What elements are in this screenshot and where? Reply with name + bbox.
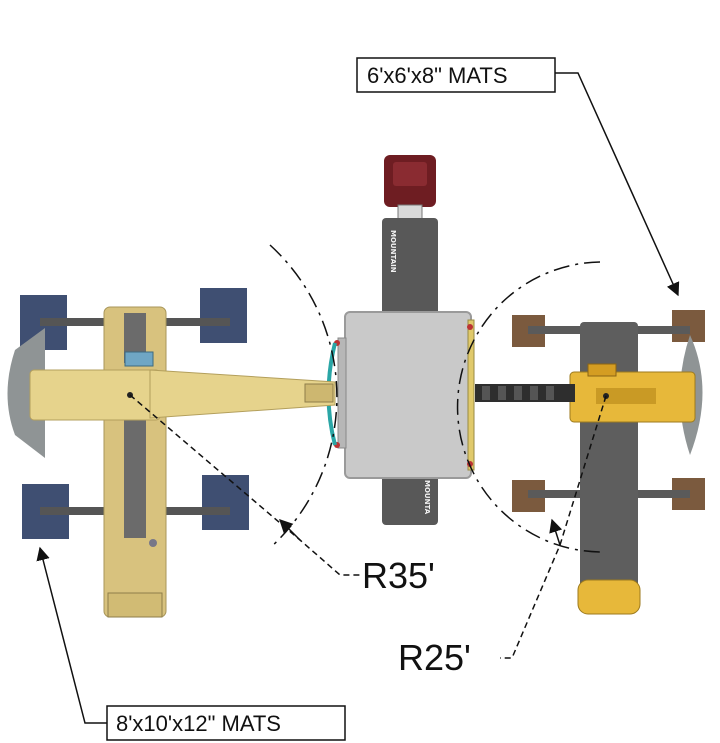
- left-mats-leader: [36, 546, 107, 724]
- load-right-rail: [467, 319, 475, 471]
- boom-base: [596, 388, 656, 404]
- truck-label-top: MOUNTAIN: [389, 230, 397, 273]
- delivery-truck: MOUNTAIN MOUNTA: [382, 155, 438, 525]
- boom-segments: [482, 386, 554, 400]
- carrier-rear: [107, 592, 163, 618]
- right-crane-radius-label: R25': [398, 637, 471, 678]
- crane-detail: [149, 539, 157, 547]
- truck-bed-bottom: [382, 475, 438, 525]
- mat: [202, 475, 249, 530]
- boom-tip: [304, 383, 334, 403]
- right-mats-callout-label: 6'x6'x8" MATS: [367, 63, 508, 88]
- truck-cab-roof: [393, 162, 427, 186]
- carrier-stripe: [124, 418, 146, 538]
- carrier-front: [577, 579, 641, 615]
- carrier-stripe: [124, 313, 146, 363]
- right-mats-leader: [555, 72, 680, 297]
- right-crane: [475, 310, 705, 615]
- truck-bed-top: [382, 218, 438, 318]
- r25-leader: [500, 395, 607, 659]
- rigging-point: [467, 324, 473, 330]
- superstructure: [29, 369, 161, 421]
- left-crane: [7, 288, 336, 618]
- right-mats-callout-box: [356, 57, 556, 93]
- r35-leader: [129, 394, 362, 576]
- operator-cab: [587, 363, 617, 377]
- truck-hitch: [397, 204, 423, 220]
- r25-arrow: [549, 518, 563, 546]
- load-left-rail: [337, 337, 347, 449]
- right-crane-radius-arc: [456, 261, 606, 553]
- r35-arrow: [279, 519, 301, 541]
- mat: [200, 288, 247, 343]
- operator-cab: [124, 351, 154, 367]
- counterweight: [7, 328, 45, 458]
- left-crane-radius-label: R35': [362, 555, 435, 596]
- truck-label-bottom: MOUNTA: [423, 480, 431, 515]
- left-crane-radius-arc: [269, 244, 338, 549]
- load-plate: [326, 311, 475, 479]
- left-mats-callout-label: 8'x10'x12" MATS: [116, 711, 281, 736]
- boom: [149, 369, 336, 419]
